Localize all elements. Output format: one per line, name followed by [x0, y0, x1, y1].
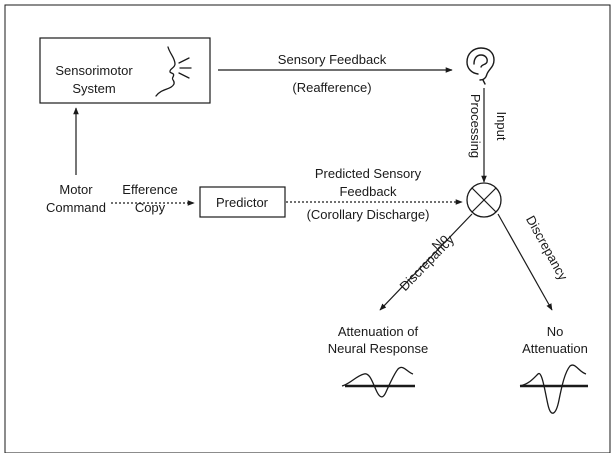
- ear-icon: [466, 47, 495, 85]
- feedback-label: Feedback: [339, 184, 397, 199]
- efference-label: Efference: [122, 182, 177, 197]
- input-label: Input: [494, 112, 509, 141]
- sensorimotor-system-box: [39, 37, 211, 104]
- discrepancy-label: Discrepancy: [523, 213, 571, 283]
- speaking-face-icon: [155, 46, 192, 97]
- attenuation-label-line1: Attenuation of: [338, 324, 419, 339]
- attenuation-label-line2: Neural Response: [328, 341, 428, 356]
- full-waveform-icon: [519, 364, 588, 414]
- processing-label: Processing: [468, 94, 483, 158]
- predictor-label: Predictor: [216, 195, 269, 210]
- no-discrepancy-arrow: [379, 213, 473, 311]
- sensorimotor-label-line1: Sensorimotor: [55, 63, 133, 78]
- predictor-node: Predictor: [199, 186, 286, 218]
- outer-frame: [4, 4, 611, 453]
- comparator-circle-x-icon: [466, 182, 502, 218]
- copy-label: Copy: [135, 200, 166, 215]
- sensorimotor-label-line2: System: [72, 81, 115, 96]
- reafference-label: (Reafference): [292, 80, 371, 95]
- no-attenuation-label-line1: No: [547, 324, 564, 339]
- attenuated-waveform-icon: [341, 366, 415, 398]
- no-discrepancy-label: Discrepancy: [397, 232, 458, 294]
- predictor-box: [199, 186, 286, 218]
- sensory-feedback-label: Sensory Feedback: [278, 52, 387, 67]
- discrepancy-arrow: [497, 213, 553, 311]
- predicted-sensory-label: Predicted Sensory: [315, 166, 422, 181]
- no-attenuation-label-line2: Attenuation: [522, 341, 588, 356]
- corollary-discharge-label: (Corollary Discharge): [307, 207, 430, 222]
- sensorimotor-system-node: Sensorimotor System: [39, 37, 211, 104]
- command-label: Command: [46, 200, 106, 215]
- motor-label: Motor: [59, 182, 93, 197]
